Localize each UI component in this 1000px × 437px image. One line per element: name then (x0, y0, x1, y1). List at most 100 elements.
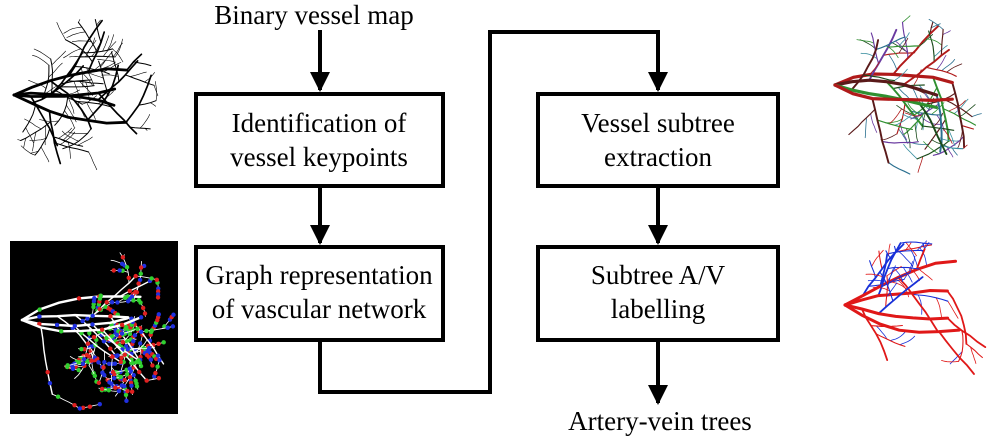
subtree-segment (903, 144, 918, 160)
graph-node (118, 374, 123, 380)
av-segment (875, 325, 888, 340)
graph-node (97, 306, 102, 312)
av-segment (895, 244, 933, 253)
vessel-segment (66, 31, 86, 38)
graph-node (120, 255, 126, 260)
av-segment (888, 243, 891, 256)
graph-node (72, 403, 77, 408)
step-label-line: Identification of (232, 108, 407, 138)
step-box-keypoints: Identification of vessel keypoints (194, 92, 445, 188)
vessel-segment (25, 127, 34, 143)
subtree-segment (881, 140, 919, 144)
av-segment (905, 241, 917, 257)
graph-node (96, 380, 102, 386)
graph-node (122, 352, 128, 357)
vessel-segment (78, 19, 81, 23)
vessel-segment (85, 81, 90, 102)
vessel-segment (86, 37, 96, 54)
graph-edge (88, 365, 97, 382)
vessel-segment (51, 50, 67, 66)
subtree-segment (911, 86, 922, 106)
vessel-segment (96, 19, 101, 26)
graph-node (98, 293, 103, 298)
graph-edge (67, 358, 85, 366)
subtree-segment (899, 123, 907, 141)
av-segment (889, 331, 906, 341)
graph-node (142, 311, 148, 316)
av-segment (875, 333, 906, 347)
vessel-segment (86, 64, 120, 122)
subtree-segment (946, 63, 963, 73)
graph-node (149, 328, 155, 333)
vessel-segment (126, 53, 143, 71)
graph-node (137, 277, 143, 283)
vessel-segment (32, 131, 37, 152)
graph-node (144, 328, 149, 334)
graph-node (138, 271, 144, 276)
subtree-segment (885, 118, 903, 124)
graph-node (136, 281, 141, 286)
vessel-segment (102, 35, 110, 52)
subtree-segment (928, 19, 944, 30)
subtree-segment (894, 40, 909, 54)
vessel-segment (100, 51, 113, 68)
graph-node (155, 295, 161, 300)
vessel-segment (112, 48, 124, 63)
av-segment (915, 248, 926, 271)
subtree-segment (868, 61, 880, 77)
step-label-line: Graph representation (205, 260, 433, 290)
vessel-segment (52, 136, 84, 147)
vessel-segment (73, 80, 81, 100)
subtree-segment (939, 137, 960, 142)
graph-node (76, 360, 82, 365)
output-label: Artery-vein trees (568, 406, 752, 436)
subtree-segment (902, 15, 911, 23)
graph-node (89, 358, 94, 363)
graph-node (99, 386, 105, 392)
graph-node (96, 360, 101, 365)
subtree-segment (870, 113, 878, 133)
graph-node (110, 354, 115, 359)
graph-node (133, 273, 138, 279)
vascular-graph-image (10, 241, 178, 414)
graph-node (100, 370, 105, 375)
av-segment (872, 287, 891, 292)
vessel-segment (12, 87, 117, 98)
vessel-segment (91, 60, 105, 73)
subtree-segment (918, 102, 948, 155)
subtree-segment (907, 103, 921, 116)
input-label: Binary vessel map (214, 0, 413, 30)
graph-node (106, 388, 112, 393)
connectors (310, 30, 668, 405)
graph-node (136, 297, 142, 303)
graph-node (114, 332, 119, 338)
graph-node (106, 361, 112, 367)
graph-node (77, 406, 82, 411)
vessel-segment (81, 48, 114, 54)
subtree-segment (904, 112, 923, 117)
subtree-segment (959, 104, 976, 118)
subtree-segment (876, 119, 913, 130)
graph-node (127, 374, 133, 380)
graph-node (135, 326, 140, 332)
vessel-segment (84, 72, 104, 79)
av-segment (865, 273, 884, 278)
graph-node (87, 330, 92, 336)
vessel-segment (20, 145, 36, 156)
graph-node (132, 333, 138, 338)
subtree-segment (894, 68, 908, 81)
vessel-segment (112, 42, 123, 58)
vessel-segment (41, 64, 50, 101)
vessel-segment (155, 81, 158, 102)
subtree-segment (941, 144, 964, 150)
graph-node (119, 383, 124, 388)
vessel-segment (40, 146, 50, 163)
graph-node (156, 312, 162, 317)
graph-node (119, 322, 125, 328)
subtree-segment (856, 39, 875, 44)
av-segment (886, 265, 902, 277)
graph-node (99, 327, 105, 332)
step-label-line: labelling (611, 294, 705, 324)
av-segment (918, 268, 933, 281)
vessel-segment (32, 54, 50, 66)
